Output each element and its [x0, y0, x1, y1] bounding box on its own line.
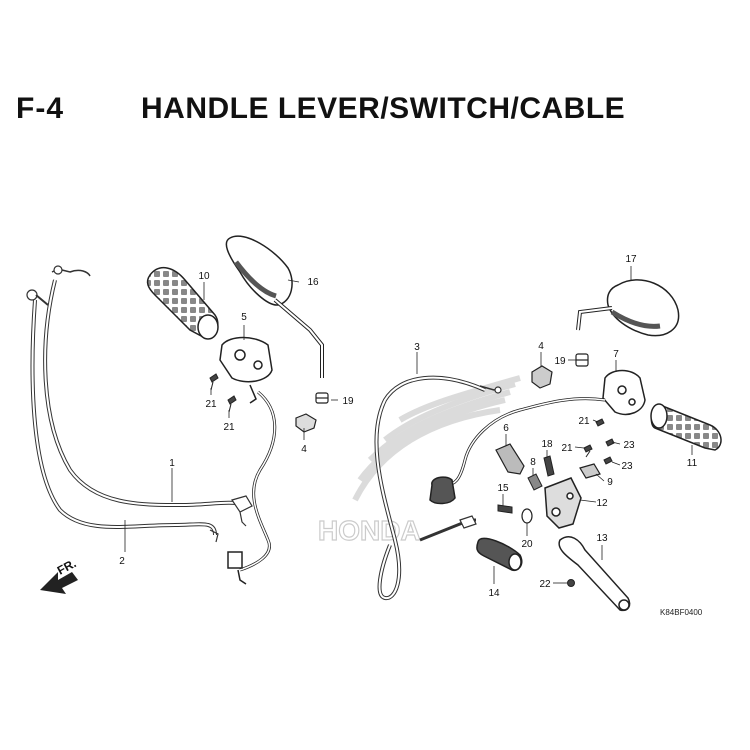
callout-3: 3 — [414, 342, 420, 353]
callout-14: 14 — [488, 588, 500, 599]
right-grip-11 — [650, 403, 722, 451]
callout-17: 17 — [625, 254, 637, 265]
callout-21-a: 21 — [205, 399, 217, 410]
nut-19-left — [315, 392, 329, 404]
throttle-pipe-14 — [476, 537, 523, 572]
left-switch-5 — [219, 336, 277, 585]
callout-16: 16 — [307, 277, 319, 288]
callout-18: 18 — [541, 439, 553, 450]
callout-22: 22 — [539, 579, 551, 590]
callout-15: 15 — [497, 483, 509, 494]
section-code: F-4 — [16, 92, 64, 125]
callout-8: 8 — [530, 457, 536, 468]
callout-20: 20 — [521, 539, 533, 550]
washer-20 — [521, 508, 533, 524]
callout-1: 1 — [169, 458, 175, 469]
bracket-4-left — [295, 413, 317, 433]
bracket-4-right — [531, 365, 553, 389]
front-direction-arrow — [40, 572, 78, 594]
spring-8 — [527, 473, 543, 491]
brake-lever-13 — [558, 536, 631, 612]
screws-23 — [603, 438, 615, 465]
honda-watermark-text: HONDA — [318, 515, 421, 546]
callout-4-right: 4 — [538, 341, 544, 352]
callout-7: 7 — [613, 349, 619, 360]
drawing-code: K84BF0400 — [660, 608, 703, 617]
callout-10: 10 — [198, 271, 210, 282]
clutch-cable-3 — [374, 375, 502, 601]
callout-5: 5 — [241, 312, 247, 323]
switch-6 — [495, 443, 525, 475]
bolt-15 — [497, 504, 513, 514]
diagram-title: HANDLE LEVER/SWITCH/CABLE — [141, 92, 626, 125]
callout-9: 9 — [607, 477, 613, 488]
callout-13: 13 — [596, 533, 608, 544]
throttle-cable-2 — [26, 289, 253, 543]
callout-11: 11 — [687, 458, 698, 469]
throttle-cable-1 — [43, 265, 246, 508]
callout-labels: 1 2 3 4 4 5 6 7 8 9 10 11 12 13 14 15 16… — [119, 254, 697, 599]
screws-21-right — [583, 418, 605, 458]
nut-22 — [567, 579, 575, 587]
clip-9 — [579, 463, 601, 479]
screws-21-left — [209, 373, 237, 413]
right-switch-7 — [429, 369, 646, 505]
mirror-left-16 — [225, 235, 324, 378]
callout-2: 2 — [119, 556, 125, 567]
callout-12: 12 — [596, 498, 608, 509]
mirror-right-17 — [576, 279, 680, 337]
callout-23-a: 23 — [623, 440, 635, 451]
callout-21-b: 21 — [223, 422, 235, 433]
callout-21-c: 21 — [578, 416, 590, 427]
bolt-18 — [543, 455, 555, 477]
leader-lines — [124, 266, 693, 584]
callout-4-left: 4 — [301, 444, 307, 455]
nut-19-right — [575, 353, 589, 367]
callout-6: 6 — [503, 423, 509, 434]
callout-19-right: 19 — [554, 356, 566, 367]
lever-bracket-12 — [544, 477, 582, 529]
callout-21-d: 21 — [561, 443, 573, 454]
front-direction-label: FR. — [55, 556, 79, 577]
left-grip-10 — [146, 266, 219, 340]
callout-19-left: 19 — [342, 396, 354, 407]
callout-23-b: 23 — [621, 461, 633, 472]
